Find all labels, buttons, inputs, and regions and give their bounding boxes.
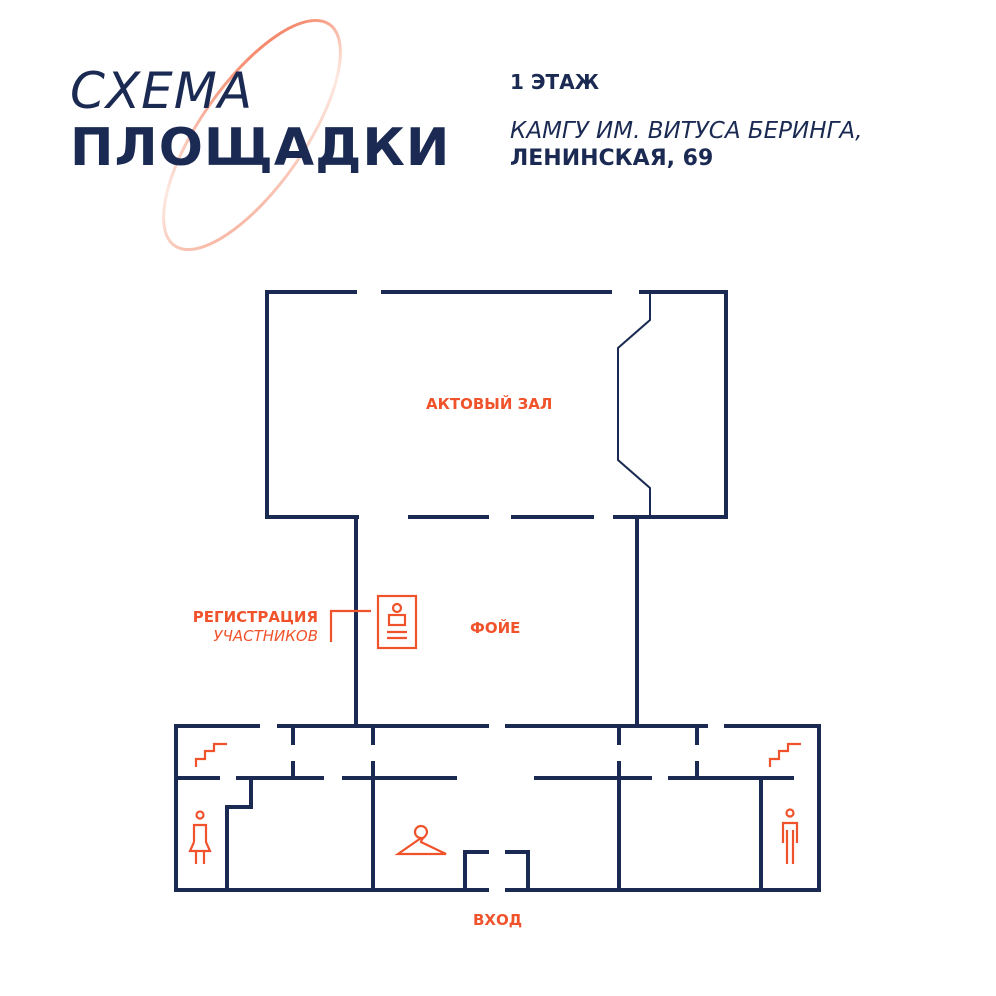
room-label-assembly-hall: АКТОВЫЙ ЗАЛ xyxy=(426,395,553,413)
registration-label-sub: УЧАСТНИКОВ xyxy=(213,627,318,645)
registration-leader-line xyxy=(329,609,371,642)
male-restroom-icon xyxy=(781,808,799,864)
registration-label: РЕГИСТРАЦИЯ xyxy=(192,608,318,626)
floor-label: 1 ЭТАЖ xyxy=(510,70,600,94)
room-label-foyer: ФОЙЕ xyxy=(470,619,521,637)
stairs-icon-left xyxy=(194,742,227,767)
badge-icon xyxy=(376,594,418,650)
venue-name: КАМГУ ИМ. ВИТУСА БЕРИНГА, xyxy=(510,118,863,144)
stairs-icon-right xyxy=(768,742,801,767)
stage-outline xyxy=(617,291,651,518)
decorative-ellipse xyxy=(162,18,342,252)
entrance-label: ВХОД xyxy=(473,911,523,929)
hanger-icon xyxy=(394,824,447,856)
walls xyxy=(174,290,821,892)
title-line-1: СХЕМА xyxy=(70,62,254,120)
title-line-2: ПЛОЩАДКИ xyxy=(70,118,451,178)
female-restroom-icon xyxy=(188,810,212,864)
venue-address: ЛЕНИНСКАЯ, 69 xyxy=(510,146,714,171)
